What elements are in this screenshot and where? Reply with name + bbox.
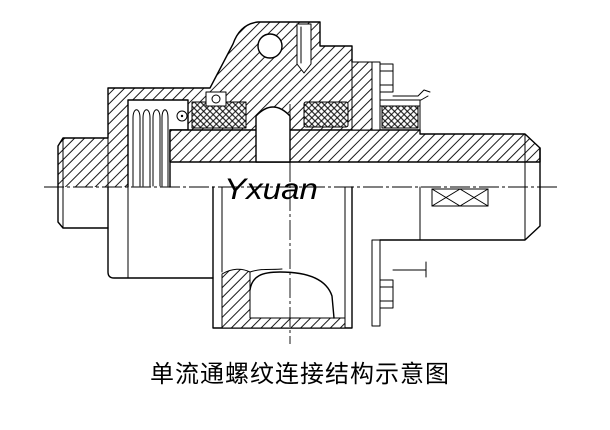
bearing-block [205,91,227,107]
retainer-plate-lower [371,239,381,327]
retaining-clip [392,89,431,101]
watermark-text: Yxuan [224,173,318,206]
wrench-flats [431,188,489,207]
wrench-flats-cross [431,188,489,207]
bolt-head [379,63,394,93]
spring-coil [161,109,169,187]
bolt-upper [379,63,394,93]
spring-coil [142,109,151,187]
seal-right [381,105,419,129]
hub-lower-outline [57,186,109,229]
figure-caption: 单流通螺纹连接结构示意图 [150,360,450,388]
shaft-upper-section [169,129,541,163]
retainer-plate-upper [371,61,381,131]
retaining-ring [379,99,421,107]
bolt-lower [379,279,394,309]
wrench-flats-box [431,188,489,207]
housing-upper-outline [57,21,353,188]
o-ring-center [180,114,184,118]
port-cavity-outline [249,271,335,319]
bolt-head [379,279,394,309]
set-screw [296,23,312,74]
seal-left [191,101,247,129]
lower-bracket [392,261,427,278]
bearing-ball [211,94,221,104]
compression-spring [132,109,169,187]
spring-coil [132,109,141,187]
seal-middle [303,101,349,128]
flange-ring-upper [351,61,373,131]
top-bore-hole [257,33,283,59]
spring-coil [152,109,161,187]
broken-out-section [221,268,346,329]
break-line [249,268,283,273]
spring-housing-lower [107,186,214,279]
flow-port [255,106,291,163]
